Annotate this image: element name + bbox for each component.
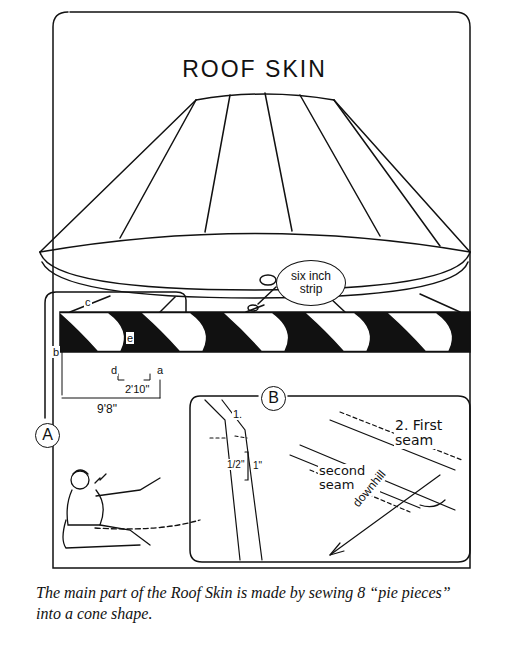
title: ROOF SKIN (0, 57, 509, 82)
pie-strip (60, 312, 470, 352)
pie-piece (308, 314, 369, 350)
panel-letter: A (35, 423, 60, 448)
dimension-label: a (156, 364, 164, 376)
dimension-label: 2. First seam (394, 418, 448, 449)
panel-letter: B (261, 386, 286, 411)
dimension-label: 1/2" (226, 459, 245, 470)
node-text: B (268, 390, 279, 407)
panel-b-outline (190, 396, 470, 562)
node-text: six inch strip (285, 270, 337, 295)
dimension-label: 2'10" (124, 383, 150, 395)
panel-a-outline (45, 292, 186, 418)
pie-piece (390, 314, 451, 350)
sewing-figure (63, 470, 200, 548)
node-text: A (42, 427, 53, 444)
strip-tool (246, 275, 276, 312)
dimension-label: e (126, 332, 134, 344)
dimension-label: b (52, 346, 60, 358)
pie-piece (226, 314, 287, 350)
pie-piece (144, 314, 205, 350)
dimension-label: 1" (252, 460, 263, 471)
dimension-label: d (110, 364, 118, 376)
dimension-label: 9'8" (96, 403, 118, 416)
dimension-label: 1. (232, 408, 243, 420)
pie-piece (62, 314, 123, 350)
seam-details (205, 400, 462, 560)
dimension-lines (62, 352, 160, 398)
roof-cone (40, 93, 470, 312)
caption: The main part of the Roof Skin is made b… (36, 583, 476, 625)
dimension-label: c (84, 296, 92, 308)
callout-circle: six inch strip (276, 260, 346, 306)
